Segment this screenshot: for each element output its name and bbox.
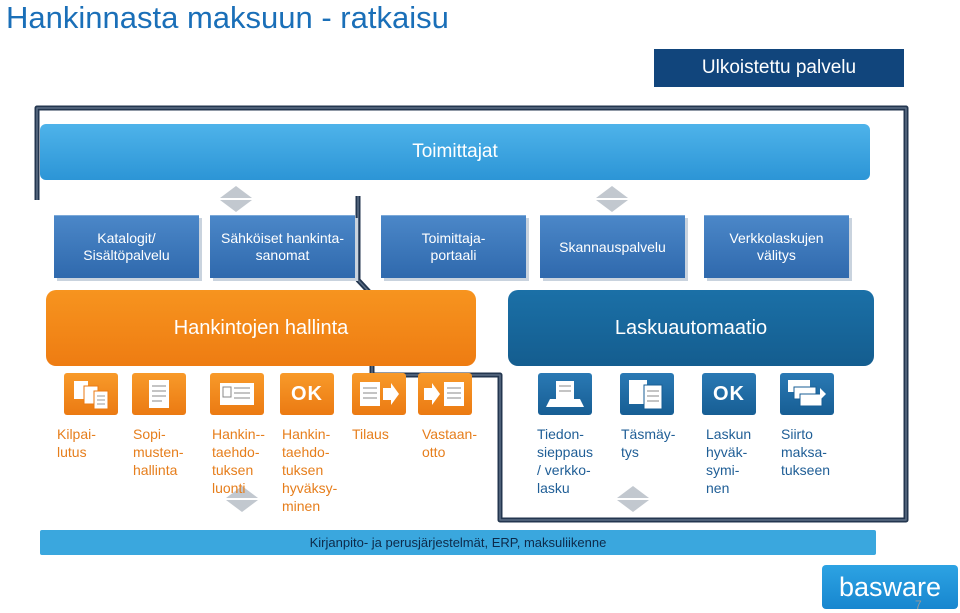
- ok-icon: OK: [280, 373, 334, 415]
- service-e-invoice-delivery: Verkkolaskujen välitys: [704, 215, 849, 278]
- page-title: Hankinnasta maksuun - ratkaisu: [6, 0, 449, 35]
- match-documents-icon: [620, 373, 674, 415]
- step-label: Vastaan- otto: [422, 426, 477, 460]
- procurement-management-panel: Hankintojen hallinta: [46, 290, 476, 366]
- form-icon: [210, 373, 264, 415]
- step-label: Siirto maksa- tukseen: [781, 426, 831, 478]
- step-label: Täsmäy- tys: [621, 426, 676, 460]
- erp-bar: Kirjanpito- ja perusjärjestelmät, ERP, m…: [40, 530, 876, 555]
- basware-logo: basware: [822, 565, 958, 609]
- double-arrow-icon: [220, 186, 649, 512]
- step-label: Tilaus: [352, 426, 389, 442]
- invoice-automation-panel: Laskuautomaatio: [508, 290, 874, 366]
- scanner-icon: [538, 373, 592, 415]
- documents-icon: [64, 373, 118, 415]
- step-label: Laskun hyväk- symi- nen: [706, 426, 752, 496]
- suppliers-bar: Toimittajat: [40, 124, 870, 180]
- document-icon: [132, 373, 186, 415]
- ok-icon: OK: [702, 373, 756, 415]
- service-catalogs: Katalogit/ Sisältöpalvelu: [54, 215, 199, 278]
- payment-icon: [780, 373, 834, 415]
- send-document-icon: [352, 373, 406, 415]
- outsourced-service-label: Ulkoistettu palvelu: [654, 49, 904, 87]
- service-e-procurement-messages: Sähköiset hankinta- sanomat: [210, 215, 355, 278]
- step-label: Hankin- taehdo- tuksen hyväksy- minen: [282, 426, 338, 514]
- step-label: Kilpai- lutus: [57, 426, 96, 460]
- page-number: 7: [915, 598, 922, 612]
- step-label: Tiedon- sieppaus / verkko- lasku: [537, 426, 594, 496]
- service-supplier-portal: Toimittaja- portaali: [381, 215, 526, 278]
- step-label: Sopi- musten- hallinta: [133, 426, 184, 478]
- step-label: Hankin-- taehdo- tuksen luonti: [212, 426, 265, 496]
- receive-document-icon: [418, 373, 472, 415]
- service-scanning: Skannauspalvelu: [540, 215, 685, 278]
